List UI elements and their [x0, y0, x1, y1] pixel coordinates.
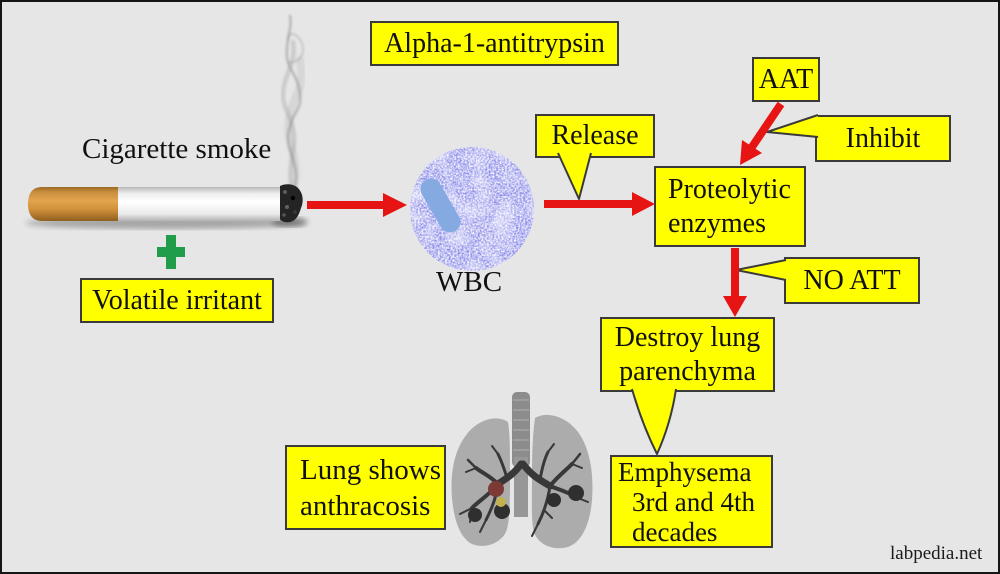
emphysema-line-3: decades	[632, 516, 718, 547]
proteolytic-enzymes-box: Proteolytic enzymes	[654, 166, 806, 247]
anthracosis-line-2: anthracosis	[300, 489, 431, 522]
inhibit-callout: Inhibit	[815, 115, 951, 162]
wbc-label: WBC	[436, 266, 503, 298]
release-callout: Release	[535, 114, 655, 158]
emphysema-line-1: Emphysema	[618, 456, 752, 487]
destroy-line-1: Destroy lung	[614, 321, 761, 353]
alpha1-antitrypsin-label: Alpha-1-antitrypsin	[384, 27, 605, 59]
volatile-irritant-box: Volatile irritant	[80, 278, 274, 323]
lung-anthracosis-box: Lung shows anthracosis	[285, 445, 446, 530]
cigarette-smoke-label: Cigarette smoke	[82, 133, 272, 165]
proteolytic-line-2: enzymes	[668, 207, 766, 239]
aat-box: AAT	[752, 57, 820, 102]
no-att-callout: NO ATT	[784, 257, 920, 304]
destroy-line-2: parenchyma	[619, 355, 756, 387]
emphysema-box: Emphysema 3rd and 4th decades	[610, 455, 773, 548]
volatile-irritant-label: Volatile irritant	[92, 284, 262, 316]
emphysema-line-2: 3rd and 4th	[632, 486, 755, 517]
anthracosis-spots	[468, 481, 584, 522]
watermark-text: labpedia.net	[890, 543, 983, 564]
wbc-cell-icon	[410, 147, 534, 271]
no-att-label: NO ATT	[803, 264, 901, 296]
proteolytic-line-1: Proteolytic	[668, 173, 791, 205]
alpha1-antitrypsin-box: Alpha-1-antitrypsin	[370, 21, 619, 66]
smoke-icon	[280, 14, 306, 193]
destroy-lung-parenchyma-box: Destroy lung parenchyma	[600, 317, 775, 392]
wbc-rod-inclusion	[420, 178, 461, 233]
plus-icon	[157, 235, 185, 269]
anthracosis-line-1: Lung shows	[300, 453, 441, 486]
release-label: Release	[551, 120, 639, 151]
lungs-icon	[451, 392, 593, 549]
cigarette-icon	[25, 184, 308, 229]
inhibit-label: Inhibit	[845, 122, 921, 154]
aat-label: AAT	[758, 63, 814, 95]
